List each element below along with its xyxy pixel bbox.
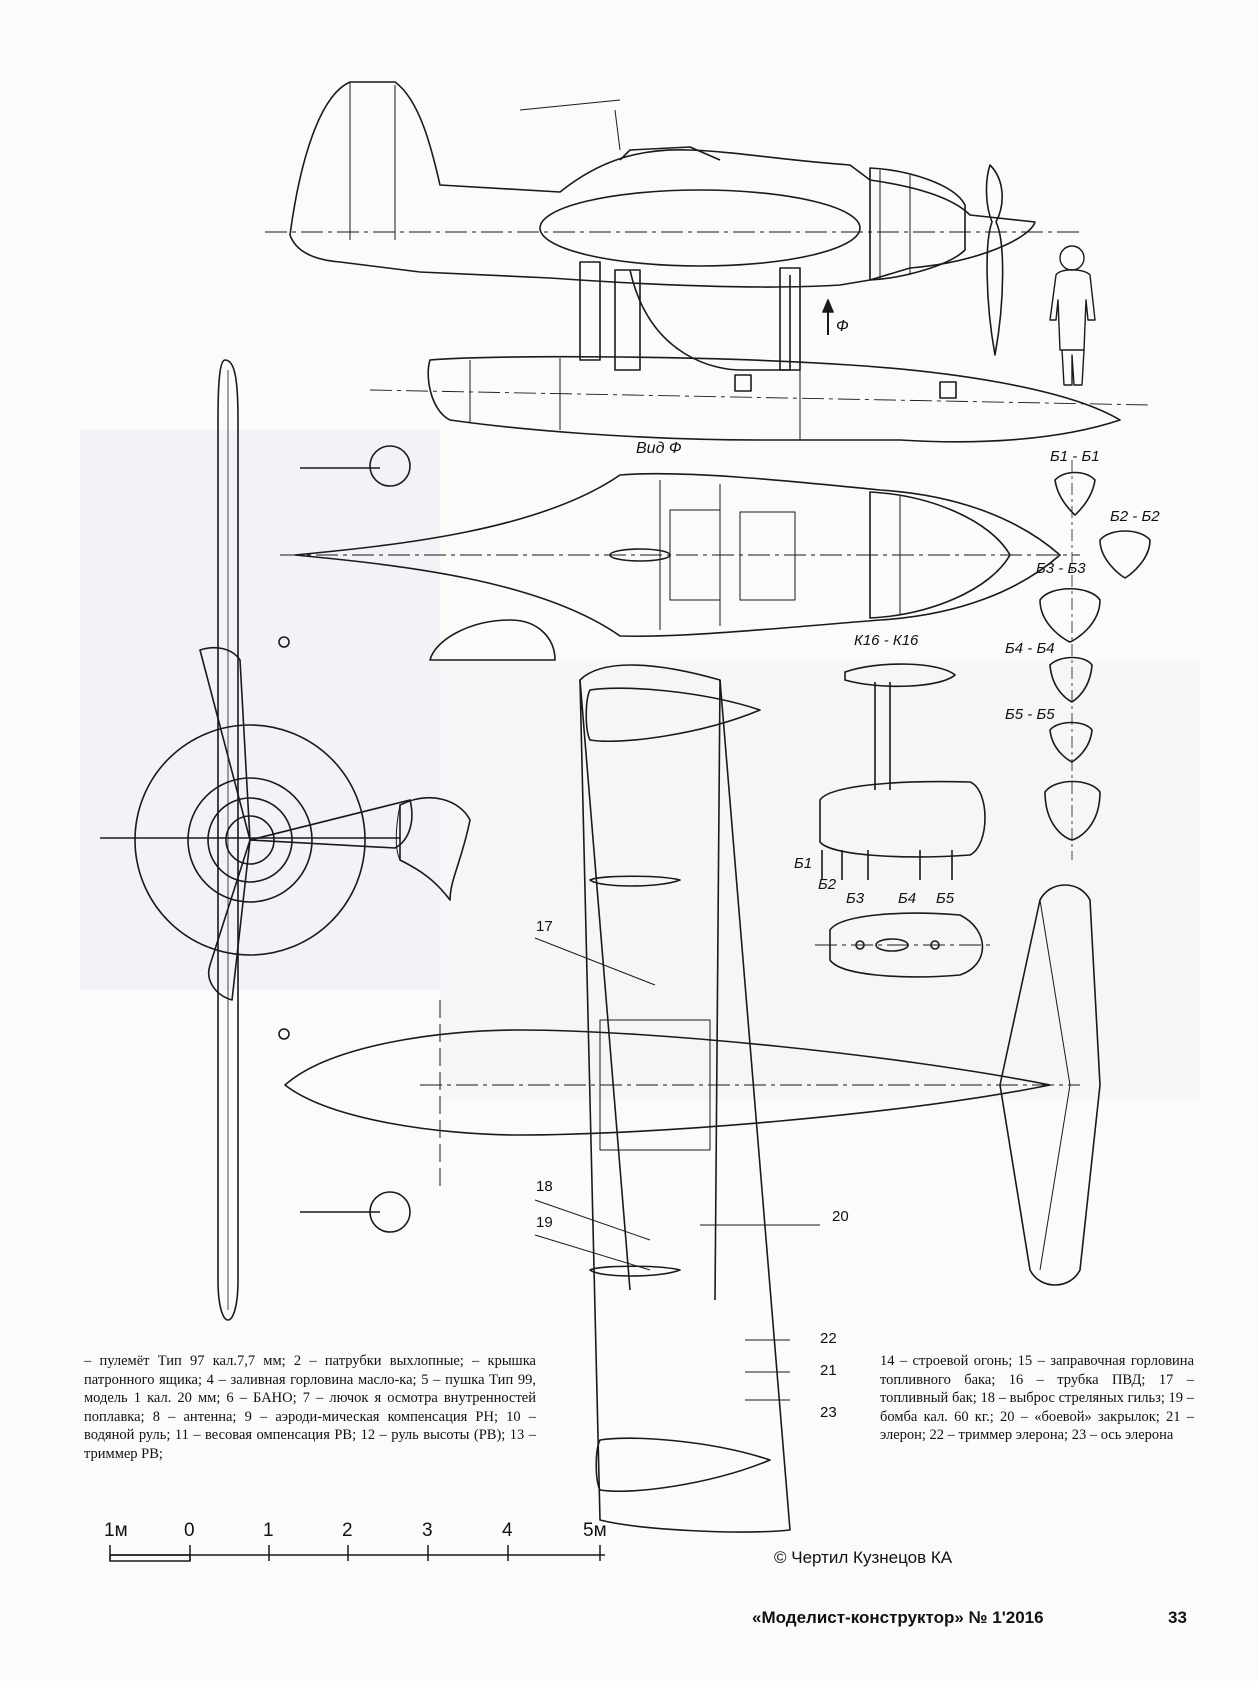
section-mark-b1: Б1: [794, 855, 813, 872]
callout-18: 18: [536, 1178, 553, 1195]
section-mark-b5: Б5: [936, 890, 955, 907]
page-number: 33: [1168, 1608, 1187, 1627]
magazine-title: «Моделист-конструктор» № 1'2016: [752, 1608, 1044, 1627]
scale-bar: [109, 1545, 605, 1562]
front-view: [100, 359, 471, 1321]
arrow-f-label: Ф: [836, 318, 849, 335]
legend-right: 14 – строевой огонь; 15 – заправочная го…: [880, 1353, 1194, 1443]
callout-22: 22: [820, 1330, 837, 1347]
section-mark-b3: Б3: [846, 890, 865, 907]
strut-detail-k16: [815, 663, 990, 978]
callout-23: 23: [820, 1404, 837, 1421]
section-k16-label: К16 - К16: [854, 632, 919, 649]
section-mark-b4: Б4: [898, 890, 917, 907]
scale-tick-2: 2: [342, 1520, 353, 1541]
callout-leaders: [534, 937, 820, 1401]
bleed-through-right: [440, 660, 1200, 1100]
scale-tick-0: 0: [184, 1520, 195, 1541]
cross-sections: [1039, 460, 1151, 860]
section-label-b5: Б5 - Б5: [1005, 706, 1055, 723]
section-label-b1: Б1 - Б1: [1050, 448, 1100, 465]
scale-tick-4: 4: [502, 1520, 513, 1541]
section-label-b2: Б2 - Б2: [1110, 508, 1160, 525]
pilot-figure: [1049, 245, 1096, 386]
callout-20: 20: [832, 1208, 849, 1225]
section-mark-b2: Б2: [818, 876, 837, 893]
bleed-through-left: [80, 430, 440, 990]
scale-tick-1: 1: [263, 1520, 274, 1541]
float-section-detail: [429, 619, 556, 661]
scale-tick-1m: 1м: [104, 1520, 128, 1541]
side-view: [265, 81, 1151, 443]
section-label-b4: Б4 - Б4: [1005, 640, 1055, 657]
drawing-credit: © Чертил Кузнецов КА: [774, 1548, 953, 1567]
legend-left: – пулемёт Тип 97 кал.7,7 мм; 2 – патрубк…: [84, 1353, 536, 1462]
top-view-fuselage: [280, 472, 1080, 638]
callout-17: 17: [536, 918, 553, 935]
plan-view: [284, 664, 1101, 1533]
scale-tick-3: 3: [422, 1520, 433, 1541]
view-f-label: Вид Ф: [636, 440, 682, 457]
callout-19: 19: [536, 1214, 553, 1231]
scale-tick-5m: 5м: [583, 1520, 607, 1541]
callout-21: 21: [820, 1362, 837, 1379]
section-label-b3: Б3 - Б3: [1036, 560, 1086, 577]
